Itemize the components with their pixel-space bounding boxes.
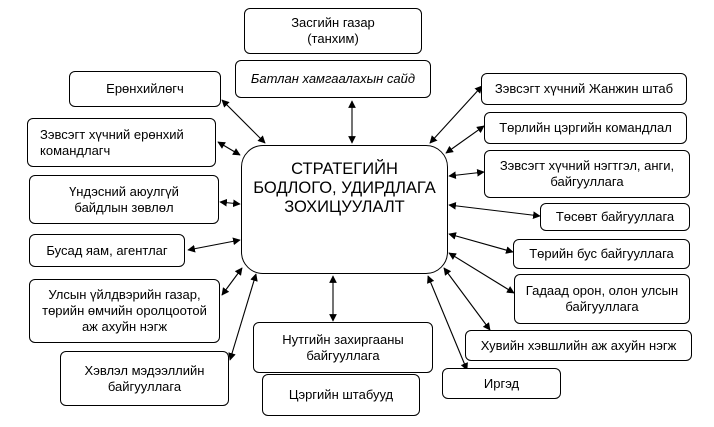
arrow-general-staff bbox=[429, 85, 483, 144]
box-foreign-orgs: Гадаад орон, олон улсын байгууллага bbox=[514, 274, 690, 324]
label-general-staff: Зэвсэгт хүчний Жанжин штаб bbox=[494, 81, 674, 96]
central-strategy-box: СТРАТЕГИЙН БОДЛОГО, УДИРДЛАГА ЗОХИЦУУЛАЛ… bbox=[241, 145, 448, 274]
arrow-armed-units bbox=[448, 168, 485, 180]
box-security-council: Үндэсний аюулгүй байдлын зөвлөл bbox=[29, 175, 219, 224]
box-state-enterprises: Улсын үйлдвэрийн газар, төрийн өмчийн ор… bbox=[29, 279, 220, 343]
box-general-staff: Зэвсэгт хүчний Жанжин штаб bbox=[481, 73, 687, 105]
arrow-president bbox=[221, 99, 266, 144]
label-armed-units: Зэвсэгт хүчний нэгтгэл, анги, байгууллаг… bbox=[499, 158, 675, 189]
label-other-ministries: Бусад яам, агентлаг bbox=[46, 242, 168, 258]
box-president: Ерөнхийлөгч bbox=[69, 71, 221, 107]
label-defense-ministry: Батлан хамгаалахын сайд bbox=[250, 71, 416, 86]
box-commander-in-chief: Зэвсэгт хүчний ерөнхий командлагч bbox=[27, 118, 216, 167]
box-armed-units: Зэвсэгт хүчний нэгтгэл, анги, байгууллаг… bbox=[484, 150, 690, 198]
label-private-business: Хувийн хэвшлийн аж ахуйн нэгж bbox=[480, 337, 677, 353]
box-citizens: Иргэд bbox=[442, 368, 561, 399]
label-media: Хэвлэл мэдээллийн байгууллага bbox=[84, 362, 205, 394]
label-state-enterprises: Улсын үйлдвэрийн газар, төрийн өмчийн ор… bbox=[42, 287, 207, 334]
label-ngos: Төрийн бус байгууллага bbox=[529, 246, 674, 261]
box-media: Хэвлэл мэдээллийн байгууллага bbox=[60, 351, 229, 406]
label-military-staffs: Цэргийн штабууд bbox=[288, 387, 394, 402]
label-budget-orgs: Төсөвт байгууллага bbox=[555, 209, 675, 224]
arrow-other-ministries bbox=[187, 237, 241, 253]
label-commander-in-chief: Зэвсэгт хүчний ерөнхий командлагч bbox=[40, 126, 184, 158]
box-private-business: Хувийн хэвшлийн аж ахуйн нэгж bbox=[465, 330, 692, 361]
central-label: СТРАТЕГИЙН БОДЛОГО, УДИРДЛАГА ЗОХИЦУУЛАЛ… bbox=[253, 160, 436, 216]
arrow-media bbox=[228, 273, 258, 361]
box-ngos: Төрийн бус байгууллага bbox=[513, 239, 690, 269]
arrow-budget-orgs bbox=[448, 202, 541, 219]
box-budget-orgs: Төсөвт байгууллага bbox=[540, 203, 690, 231]
arrow-citizens bbox=[427, 275, 468, 371]
arrow-border-troops bbox=[445, 125, 485, 154]
arrow-private-business bbox=[443, 267, 491, 331]
label-foreign-orgs: Гадаад орон, олон улсын байгууллага bbox=[525, 283, 679, 314]
box-local-government: Нутгийн захиргааны байгууллага bbox=[253, 322, 433, 373]
box-other-ministries: Бусад яам, агентлаг bbox=[29, 234, 185, 267]
label-top-office: Засгийн газар (танхим) bbox=[291, 15, 375, 46]
box-border-troops: Төрлийн цэргийн командлал bbox=[484, 112, 687, 144]
box-defense-ministry: Батлан хамгаалахын сайд bbox=[235, 60, 431, 98]
box-military-staffs: Цэргийн штабууд bbox=[262, 374, 420, 416]
label-border-troops: Төрлийн цэргийн командлал bbox=[499, 120, 672, 135]
label-president: Ерөнхийлөгч bbox=[106, 81, 184, 96]
arrow-ngos bbox=[448, 232, 514, 254]
label-local-government: Нутгийн захиргааны байгууллага bbox=[282, 331, 404, 363]
label-citizens: Иргэд bbox=[483, 375, 520, 391]
arrow-commander bbox=[217, 141, 241, 156]
label-security-council: Үндэсний аюулгүй байдлын зөвлөл bbox=[69, 183, 179, 215]
arrow-security-council bbox=[219, 198, 241, 208]
arrow-state-enterprises bbox=[221, 267, 243, 296]
box-top-office: Засгийн газар (танхим) bbox=[244, 8, 422, 54]
